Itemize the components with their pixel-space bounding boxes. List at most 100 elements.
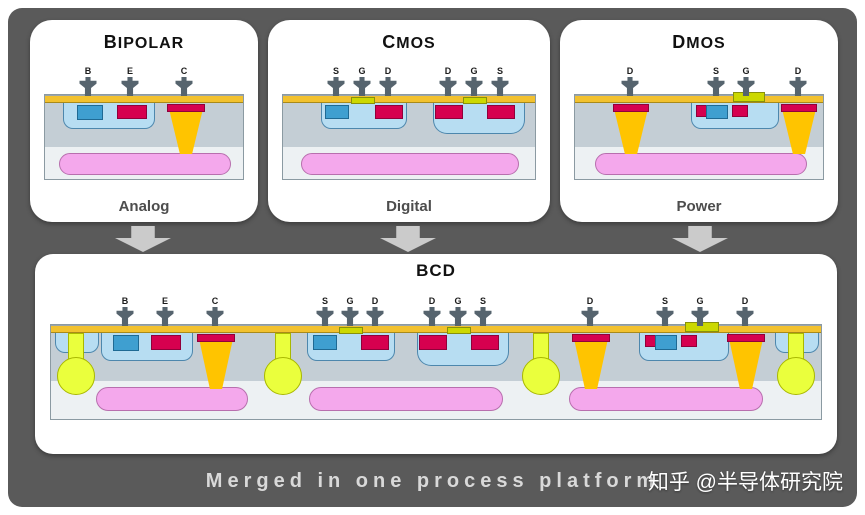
collector-contact-region <box>167 104 205 112</box>
category-label-power: Power <box>676 198 722 215</box>
terminal-label: E <box>161 296 168 306</box>
panel-title-cmos: CMOS <box>268 32 550 53</box>
nmos-source-region <box>313 335 337 350</box>
terminal: D <box>581 296 599 326</box>
terminal-label: D <box>586 296 594 306</box>
contact-pin-icon <box>121 77 139 96</box>
buried-layer <box>301 153 519 175</box>
terminal: B <box>116 296 134 326</box>
contact-pin-icon <box>737 77 755 96</box>
terminal-label: G <box>454 296 462 306</box>
down-arrow-icon-cmos <box>380 226 436 252</box>
terminal-label: S <box>712 66 719 76</box>
bcd-substrate-body <box>50 322 822 420</box>
emitter-region <box>151 335 181 350</box>
terminal: S <box>491 66 509 96</box>
terminal-label: D <box>741 296 749 306</box>
isolation-bulb <box>777 357 815 395</box>
contact-pin-icon <box>366 307 384 326</box>
down-arrow-icon-dmos <box>672 226 728 252</box>
contact-pin-icon <box>379 77 397 96</box>
terminal-label: D <box>384 66 392 76</box>
pmos-drain-region <box>435 105 463 119</box>
isolation-bulb <box>57 357 95 395</box>
terminal-label: S <box>479 296 486 306</box>
terminal: D <box>439 66 457 96</box>
contact-pin-icon <box>327 77 345 96</box>
contact-pin-icon <box>206 307 224 326</box>
base-contact-region <box>77 105 103 120</box>
nmos-drain-region <box>361 335 389 350</box>
dmos-substrate-body <box>574 92 824 180</box>
contact-pin-icon <box>707 77 725 96</box>
terminal-label: G <box>470 66 478 76</box>
metal-layer <box>51 325 821 333</box>
terminal: D <box>789 66 807 96</box>
bipolar-substrate-body <box>44 94 244 180</box>
terminal: B <box>79 66 97 96</box>
drain-contact-left <box>613 104 649 112</box>
title-first-letter: C <box>382 32 397 52</box>
terminal: G <box>353 66 371 96</box>
metal-layer <box>283 95 535 103</box>
terminal-label: D <box>371 296 379 306</box>
terminal: C <box>175 66 193 96</box>
collector-contact-region <box>197 334 235 342</box>
contact-pin-icon <box>621 77 639 96</box>
contact-pin-icon <box>116 307 134 326</box>
nmos-gate <box>351 97 375 104</box>
pmos-gate <box>447 327 471 334</box>
contact-pin-icon <box>341 307 359 326</box>
terminal: S <box>327 66 345 96</box>
buried-layer <box>59 153 231 175</box>
pmos-source-region <box>487 105 515 119</box>
cmos-substrate-body <box>282 94 536 180</box>
terminal: G <box>449 296 467 326</box>
contact-pin-icon <box>491 77 509 96</box>
title-first-letter: D <box>672 32 687 52</box>
watermark: 知乎 @半导体研究院 <box>647 471 843 494</box>
terminal-label: D <box>444 66 452 76</box>
terminal-label: E <box>126 66 133 76</box>
terminal: D <box>736 296 754 326</box>
terminal-label: G <box>358 66 366 76</box>
contact-pin-icon <box>79 77 97 96</box>
terminal-label: D <box>428 296 436 306</box>
terminal: G <box>691 296 709 326</box>
terminal: E <box>156 296 174 326</box>
terminal-label: D <box>626 66 634 76</box>
terminal-label: G <box>696 296 704 306</box>
terminal: E <box>121 66 139 96</box>
title-rest: MOS <box>396 35 436 52</box>
terminal-label: B <box>121 296 129 306</box>
emitter-region <box>117 105 147 119</box>
drain-contact-left <box>572 334 610 342</box>
nmos-gate <box>339 327 363 334</box>
terminal-label: S <box>332 66 339 76</box>
source-region <box>706 105 728 119</box>
buried-layer-cmos <box>309 387 503 411</box>
terminal: D <box>366 296 384 326</box>
terminal: C <box>206 296 224 326</box>
buried-layer <box>595 153 807 175</box>
pmos-source-region <box>471 335 499 350</box>
panel-bcd: B C D <box>35 254 837 454</box>
terminal-label: S <box>321 296 328 306</box>
body-region <box>732 105 748 117</box>
terminal: S <box>656 296 674 326</box>
contact-pin-icon <box>449 307 467 326</box>
terminal-label: S <box>496 66 503 76</box>
contact-pin-icon <box>465 77 483 96</box>
drain-contact-right <box>781 104 817 112</box>
